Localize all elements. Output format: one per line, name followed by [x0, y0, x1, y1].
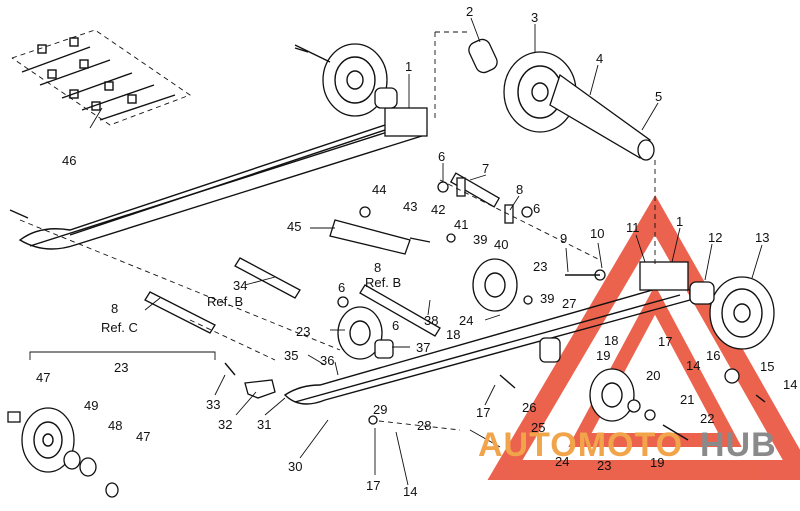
callout-18-a: 18 [446, 327, 460, 342]
cross-shafts-drawing [144, 172, 514, 337]
limiter-parts-drawing [224, 362, 276, 399]
callout-32: 32 [218, 417, 232, 432]
callout-23-a: 23 [533, 259, 547, 274]
exploded-wheel-drawing [7, 351, 216, 498]
left-rail-drawing [18, 107, 428, 250]
callout-47-a: 47 [36, 370, 50, 385]
callout-46: 46 [62, 153, 76, 168]
callout-23-d: 23 [114, 360, 128, 375]
callout-14-a: 14 [686, 358, 700, 373]
callout-28: 28 [417, 418, 431, 433]
callout-40: 40 [494, 237, 508, 252]
callout-19-b: 19 [650, 455, 664, 470]
track-clips-drawing [11, 29, 191, 126]
callout-23-b: 23 [296, 324, 310, 339]
callout-35: 35 [284, 348, 298, 363]
callout-44: 44 [372, 182, 386, 197]
callout-33: 33 [206, 397, 220, 412]
watermark-text: AUTOMOTO HUB [478, 426, 777, 464]
callout-12: 12 [708, 230, 722, 245]
callout-38: 38 [424, 313, 438, 328]
callout-37: 37 [416, 340, 430, 355]
callout-45: 45 [287, 219, 301, 234]
callout-15: 15 [760, 359, 774, 374]
callout-25: 25 [531, 420, 545, 435]
callout-27: 27 [562, 296, 576, 311]
alignment-lines [19, 31, 656, 431]
callout-48: 48 [108, 418, 122, 433]
callout-8-c: 8 [111, 301, 118, 316]
leader-lines [89, 17, 763, 486]
callout-22: 22 [700, 411, 714, 426]
callout-36: 36 [320, 353, 334, 368]
callout-21: 21 [680, 392, 694, 407]
middle-wheels-drawing [337, 258, 635, 422]
callout-7: 7 [482, 161, 489, 176]
callout-43: 43 [403, 199, 417, 214]
callout-9: 9 [560, 231, 567, 246]
callout-6-c: 6 [338, 280, 345, 295]
callout-39-a: 39 [473, 232, 487, 247]
callout-29: 29 [373, 402, 387, 417]
callout-39-b: 39 [540, 291, 554, 306]
callout-6-a: 6 [438, 149, 445, 164]
callout-labels: 1 2 3 4 5 6 7 8 6 9 10 11 1 12 13 44 43 … [36, 4, 797, 499]
ref-label-8-c: Ref. C [101, 320, 138, 335]
callout-24-a: 24 [459, 313, 473, 328]
callout-31: 31 [257, 417, 271, 432]
callout-11: 11 [626, 220, 640, 235]
watermark-part2: HUB [700, 426, 777, 464]
callout-30: 30 [288, 459, 302, 474]
callout-1-right: 1 [676, 214, 683, 229]
callout-23-c: 23 [597, 458, 611, 473]
rear-axle-drawing [468, 38, 655, 161]
callout-20: 20 [646, 368, 660, 383]
front-wheel-drawing [689, 276, 775, 350]
callout-6-b: 6 [533, 201, 540, 216]
callout-1-top: 1 [405, 59, 412, 74]
callout-3: 3 [531, 10, 538, 25]
watermark-part1: AUTOMOTO [478, 426, 683, 464]
callout-10: 10 [590, 226, 604, 241]
callout-41: 41 [454, 217, 468, 232]
callout-14-b: 14 [783, 377, 797, 392]
callout-2: 2 [466, 4, 473, 19]
callout-34: 34 [233, 278, 247, 293]
callout-13: 13 [755, 230, 769, 245]
ref-label-34: Ref. B [207, 294, 243, 309]
ref-label-8-b: Ref. B [365, 275, 401, 290]
callout-8-b: 8 [374, 260, 381, 275]
callout-5: 5 [655, 89, 662, 104]
callout-8-a: 8 [516, 182, 523, 197]
callout-4: 4 [596, 51, 603, 66]
callout-42: 42 [431, 202, 445, 217]
callout-14-c: 14 [403, 484, 417, 499]
callout-17-c: 17 [366, 478, 380, 493]
callout-19-a: 19 [596, 348, 610, 363]
callout-26: 26 [522, 400, 536, 415]
callout-49: 49 [84, 398, 98, 413]
callout-47-b: 47 [136, 429, 150, 444]
callout-17-a: 17 [658, 334, 672, 349]
callout-17-b: 17 [476, 405, 490, 420]
callout-24-b: 24 [555, 454, 569, 469]
callout-16: 16 [706, 348, 720, 363]
callout-18-b: 18 [604, 333, 618, 348]
callout-6-d: 6 [392, 318, 399, 333]
upper-wheel-left-drawing [294, 43, 398, 117]
fasteners-drawing [9, 47, 766, 441]
